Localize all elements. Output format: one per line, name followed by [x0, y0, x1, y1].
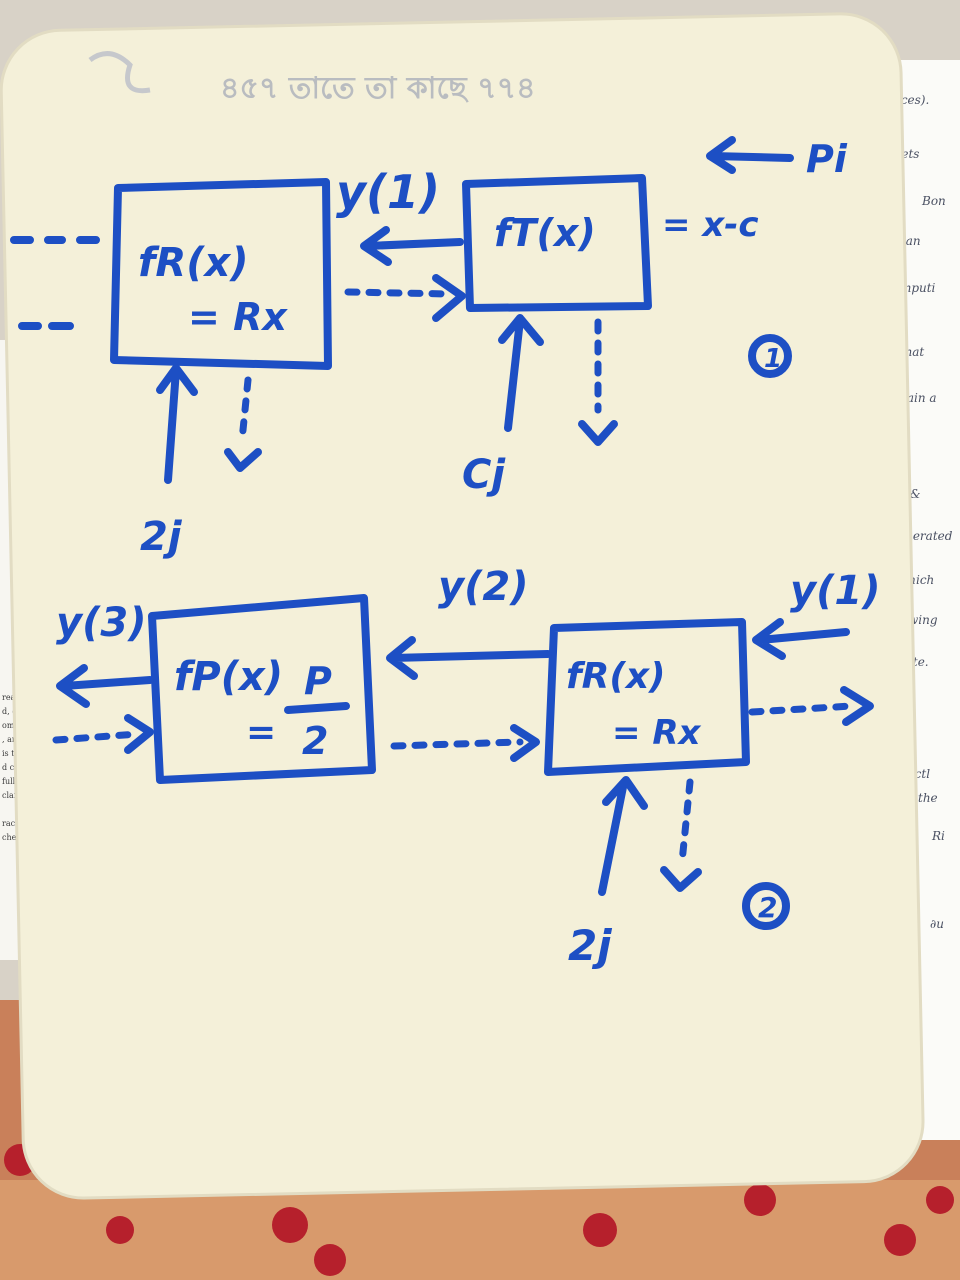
bottom-right-dashed-output-head [840, 686, 874, 726]
svg-text:∂u: ∂u [930, 917, 944, 931]
bottom-left-dashed-input [52, 730, 142, 744]
top-left-input-label: 2j [140, 514, 183, 560]
svg-text:wing: wing [908, 613, 938, 627]
bottom-right-input-label: y(1) [790, 568, 880, 614]
top-right-box [462, 174, 652, 312]
bottom-left-output-label: y(3) [56, 600, 146, 646]
svg-text:Ri: Ri [931, 829, 945, 843]
bottom-circle-number: 2 [758, 891, 777, 924]
bottom-middle-label: y(2) [438, 564, 528, 610]
svg-text:tain a: tain a [902, 391, 937, 405]
svg-text:the: the [918, 791, 938, 805]
bottom-input-arrow [598, 776, 648, 896]
bottom-middle-dashed-head [510, 724, 540, 762]
top-left-box-formula: = Rx [188, 295, 288, 339]
bottom-left-box-label: fP(x) [174, 654, 283, 700]
bottom-left-box-denominator: 2 [302, 719, 328, 763]
top-external-input-label: Pi [806, 137, 848, 181]
bottom-middle-dashed-arrow [390, 738, 524, 750]
bottom-left-output-arrow [56, 664, 154, 708]
top-left-box [110, 178, 332, 370]
bottom-right-dashed-output [748, 702, 856, 716]
faint-scribble [88, 51, 151, 94]
top-right-input-label: Cj [462, 452, 506, 498]
bottom-right-box-formula: = Rx [612, 713, 702, 753]
top-external-input-arrow [706, 136, 794, 174]
bottom-left-box [148, 594, 376, 784]
bottom-right-box [544, 618, 750, 776]
bottom-left-box-fraction-bar [284, 702, 350, 714]
top-left-box-label: fR(x) [138, 240, 249, 286]
bottom-left-box-equals: = [246, 712, 276, 753]
bottom-dashed-down-head [660, 866, 702, 892]
top-dashed-arrowhead [432, 274, 466, 322]
top-left-dashed-down [238, 376, 252, 444]
whiteboard [0, 12, 925, 1200]
bottom-right-box-label: fR(x) [566, 656, 666, 697]
top-circle-marker [748, 334, 792, 378]
bottom-middle-arrow [386, 636, 552, 680]
bottom-dashed-down [678, 778, 694, 866]
top-output-label: y(1) [336, 165, 440, 219]
top-circle-number: 1 [764, 344, 782, 374]
top-left-dashed-down-head [224, 448, 262, 472]
top-left-input-arrow [156, 364, 198, 484]
top-right-dashed-down-head [578, 420, 618, 446]
top-right-box-formula: = x-c [662, 205, 759, 245]
bottom-left-dashed-input-head [124, 714, 154, 754]
bottom-circle-marker [742, 882, 790, 930]
top-arrow-to-left [360, 226, 464, 266]
bottom-left-box-numerator: P [304, 659, 332, 703]
svg-text:Bon: Bon [921, 194, 946, 208]
bottom-right-input-arrow [752, 618, 850, 660]
top-right-box-label: fT(x) [494, 211, 596, 255]
header-scribble: ৪৫৭ তাতে তা কাছে ৭৭৪ [220, 71, 536, 106]
top-dashed-arrow-to-right [344, 288, 454, 298]
top-right-input-arrow [498, 314, 544, 432]
bottom-input-label: 2j [568, 921, 612, 970]
